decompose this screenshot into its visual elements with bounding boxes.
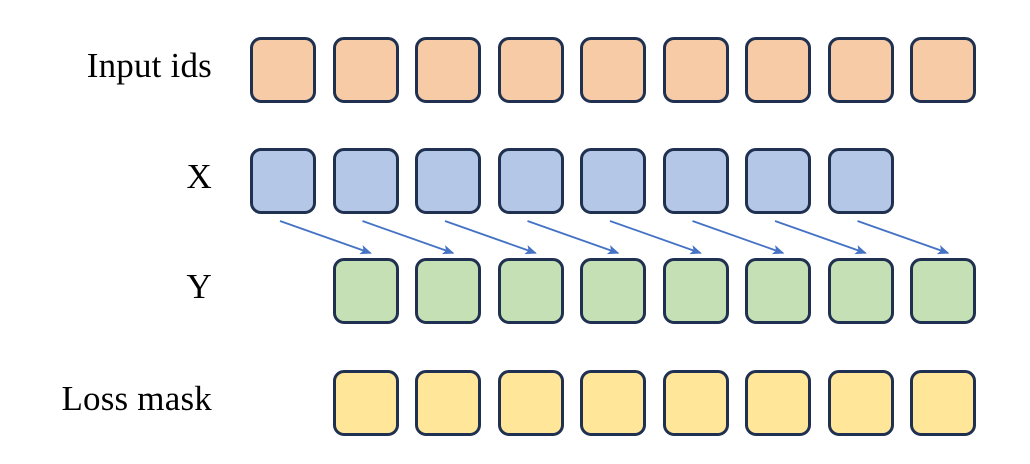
arrow-x-to-y-1 xyxy=(279,220,372,255)
cell-x-4 xyxy=(497,148,564,214)
cell-x-5 xyxy=(580,148,646,214)
cell-input-ids-2 xyxy=(332,37,399,103)
cell-y-4 xyxy=(580,258,646,324)
cell-input-ids-7 xyxy=(745,37,811,103)
cell-y-1 xyxy=(332,258,399,324)
cell-y-2 xyxy=(415,258,481,324)
cell-x-2 xyxy=(332,148,399,214)
cell-input-ids-5 xyxy=(580,37,646,103)
cell-x-3 xyxy=(415,148,481,214)
cell-input-ids-8 xyxy=(827,37,894,103)
cell-loss-mask-4 xyxy=(580,370,646,436)
arrow-x-to-y-7 xyxy=(774,220,867,255)
arrow-x-to-y-4 xyxy=(527,220,620,255)
arrow-x-to-y-6 xyxy=(692,220,785,255)
arrow-x-to-y-3 xyxy=(444,220,537,255)
cell-loss-mask-2 xyxy=(415,370,481,436)
cell-loss-mask-6 xyxy=(745,370,811,436)
cell-y-8 xyxy=(910,258,976,324)
row-label-x: X xyxy=(186,157,212,196)
cell-input-ids-9 xyxy=(910,37,976,103)
cell-y-6 xyxy=(745,258,811,324)
cell-y-5 xyxy=(662,258,729,324)
cell-y-7 xyxy=(827,258,894,324)
cell-input-ids-4 xyxy=(497,37,564,103)
cell-loss-mask-8 xyxy=(910,370,976,436)
cell-x-1 xyxy=(250,148,316,214)
cell-loss-mask-3 xyxy=(497,370,564,436)
arrow-x-to-y-5 xyxy=(609,220,702,255)
row-label-y: Y xyxy=(186,267,212,306)
cell-input-ids-6 xyxy=(662,37,729,103)
row-label-input-ids: Input ids xyxy=(86,46,212,85)
cell-loss-mask-7 xyxy=(827,370,894,436)
row-label-loss-mask: Loss mask xyxy=(61,379,212,418)
cell-x-8 xyxy=(827,148,894,214)
cell-input-ids-3 xyxy=(415,37,481,103)
arrow-x-to-y-2 xyxy=(362,220,455,255)
cell-x-6 xyxy=(662,148,729,214)
cell-loss-mask-5 xyxy=(662,370,729,436)
cell-loss-mask-1 xyxy=(332,370,399,436)
arrow-x-to-y-8 xyxy=(857,220,950,255)
cell-input-ids-1 xyxy=(250,37,316,103)
cell-x-7 xyxy=(745,148,811,214)
cell-y-3 xyxy=(497,258,564,324)
